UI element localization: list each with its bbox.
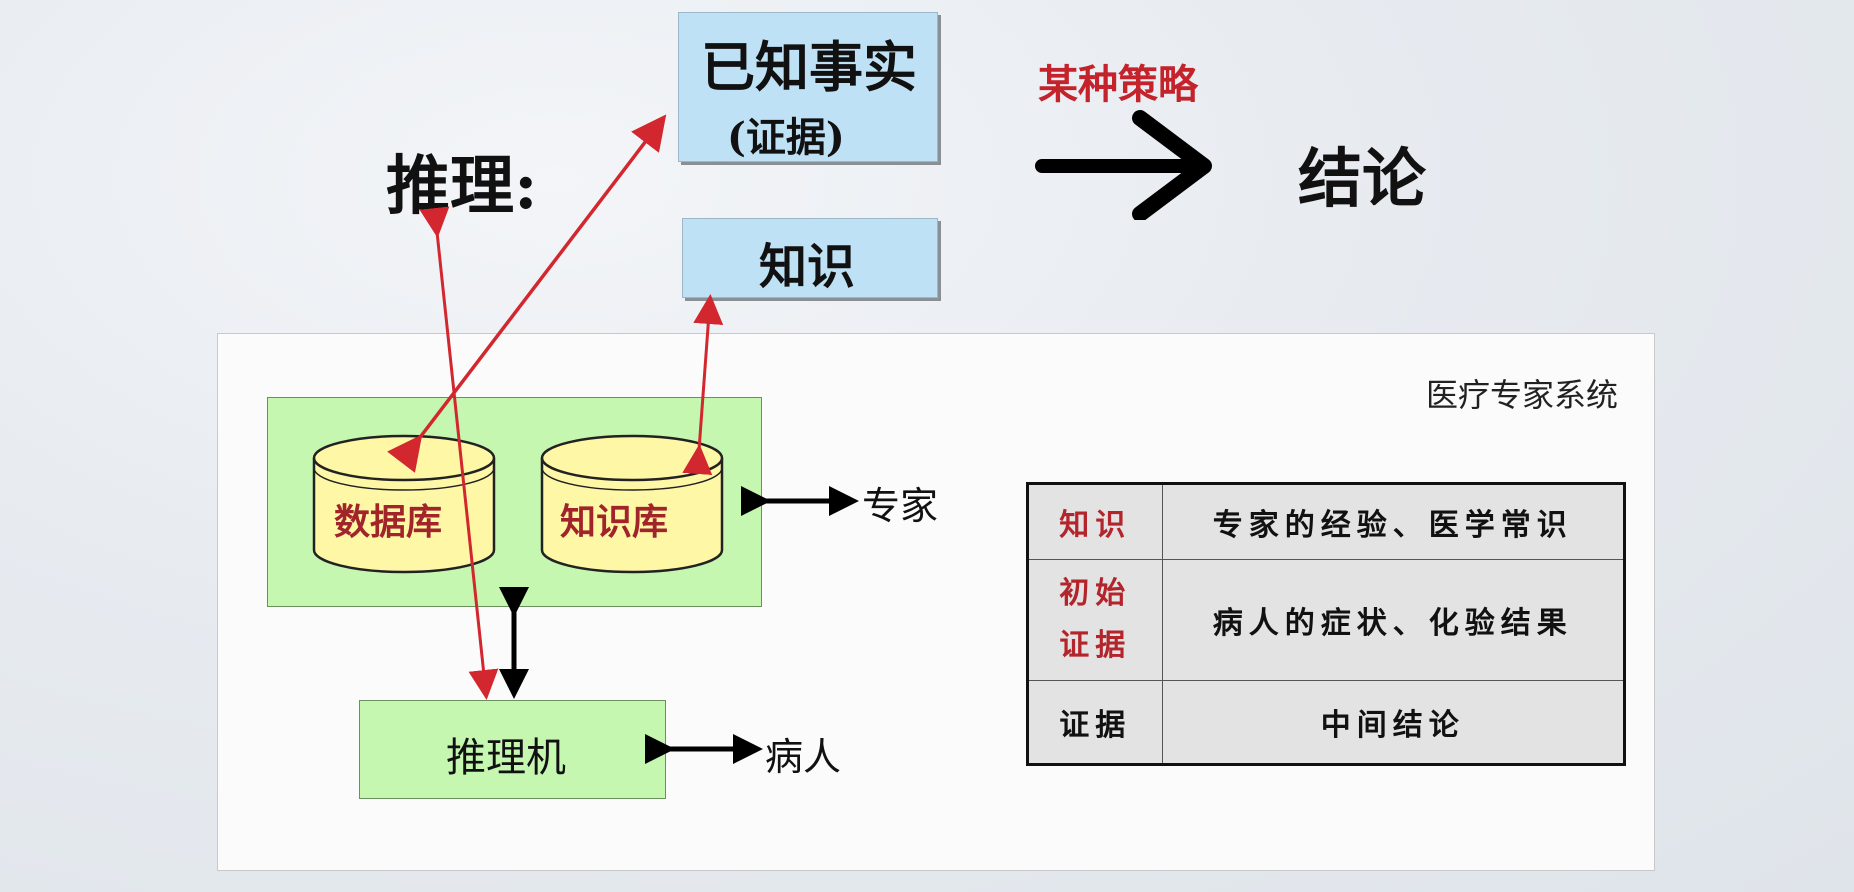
knowledge-base-label: 知识库 <box>560 501 669 543</box>
table-desc: 病人的症状、化验结果 <box>1161 559 1626 681</box>
expert-label: 专家 <box>862 484 939 528</box>
table-term: 初始 证据 <box>1027 559 1163 681</box>
table-row: 证据 中间结论 <box>1027 679 1626 766</box>
table-term-line1: 初始 <box>1059 575 1132 611</box>
info-table: 知识 专家的经验、医学常识 初始 证据 病人的症状、化验结果 证据 中间结论 <box>1026 482 1626 766</box>
right-arrow-icon <box>1035 110 1212 220</box>
table-term: 知识 <box>1027 482 1163 561</box>
table-desc: 中间结论 <box>1161 679 1626 766</box>
kb-knowledge-arrow <box>682 294 724 476</box>
conclusion-label: 结论 <box>1298 142 1426 217</box>
table-row: 知识 专家的经验、医学常识 <box>1027 482 1626 561</box>
reasoning-engine-arrow <box>419 206 499 700</box>
strategy-label: 某种策略 <box>1038 61 1198 108</box>
inference-engine-label: 推理机 <box>446 735 566 781</box>
table-desc: 专家的经验、医学常识 <box>1161 482 1626 561</box>
knowledge-title: 知识 <box>759 239 856 295</box>
knowledge-box: 知识 <box>682 218 938 298</box>
table-term-line2: 证据 <box>1059 627 1132 663</box>
known-facts-title: 已知事实 <box>701 35 917 99</box>
patient-label: 病人 <box>765 735 842 779</box>
inference-engine-box: 推理机 <box>359 700 666 799</box>
table-term: 证据 <box>1027 679 1163 766</box>
panel-title: 医疗专家系统 <box>1425 376 1618 414</box>
evidence-subtitle: (证据) <box>727 114 845 161</box>
known-facts-box: 已知事实 (证据) <box>678 12 938 162</box>
table-row: 初始 证据 病人的症状、化验结果 <box>1027 559 1626 681</box>
